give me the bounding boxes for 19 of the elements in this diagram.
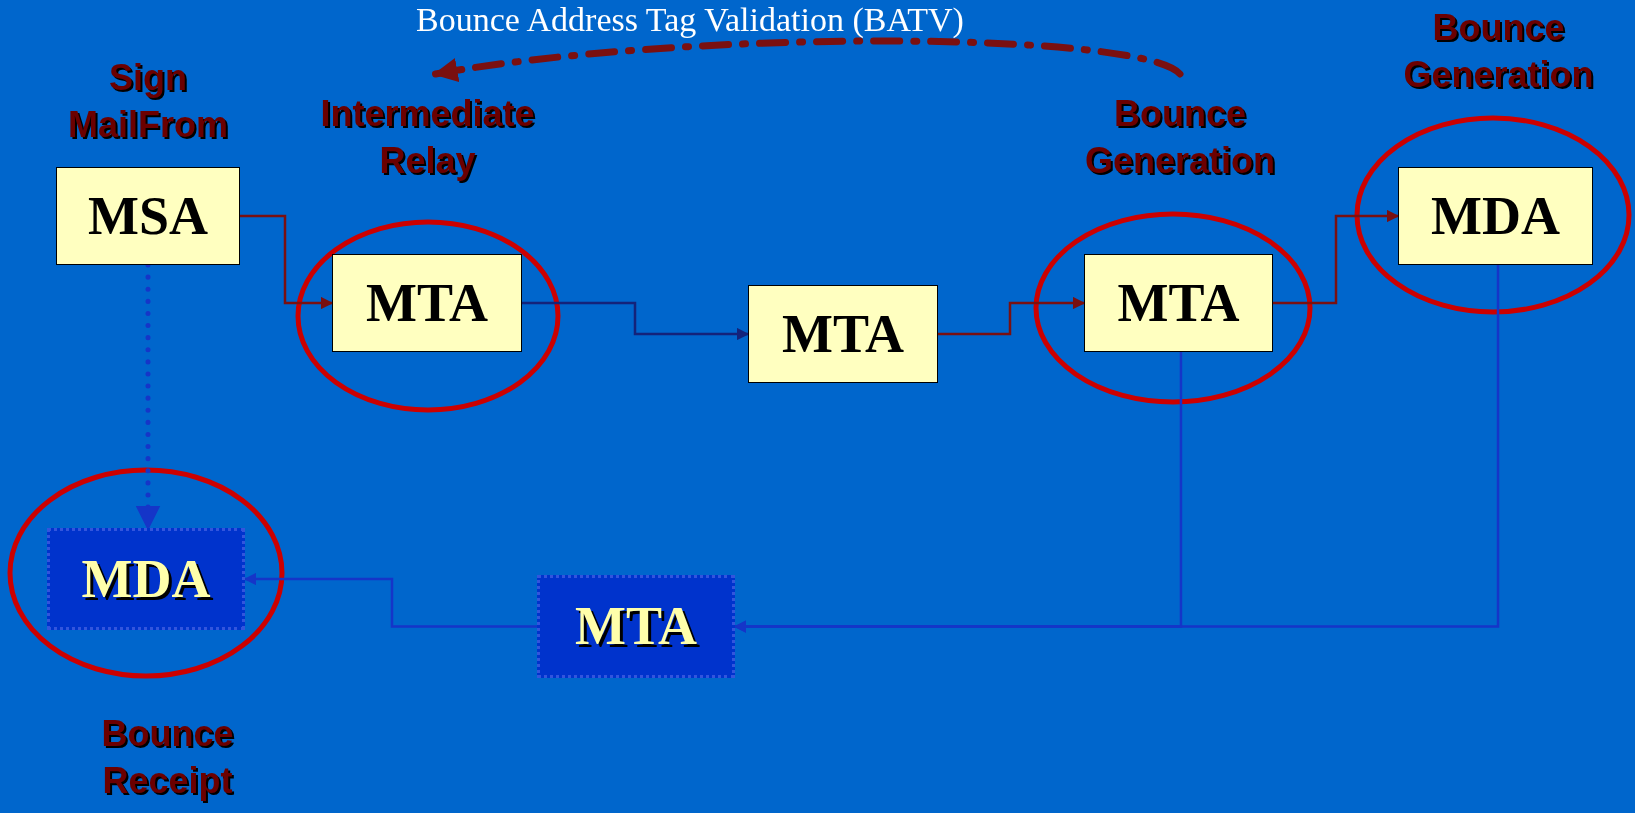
arrow xyxy=(522,301,750,341)
node-label: Intermediate Relay xyxy=(285,88,570,188)
agent-box: MSA xyxy=(56,167,240,265)
agent-box: MTA xyxy=(537,575,735,678)
agent-box: MTA xyxy=(748,285,938,383)
arrow xyxy=(938,296,1086,336)
arrow xyxy=(243,572,537,628)
title: Bounce Address Tag Validation (BATV) xyxy=(415,0,965,40)
arrow xyxy=(240,214,334,310)
role-caption: Sign MailFrom xyxy=(67,56,229,147)
role-caption: Bounce Generation xyxy=(1402,6,1595,97)
role-caption: Bounce Receipt xyxy=(100,712,235,803)
agent-box: MTA xyxy=(332,254,522,352)
agent-box: MDA xyxy=(47,528,245,630)
arrow xyxy=(1273,209,1400,305)
agent-box: MTA xyxy=(1084,254,1273,352)
arrow xyxy=(432,37,1184,83)
node-label: Bounce Generation xyxy=(1045,88,1315,188)
agent-box: MDA xyxy=(1398,167,1593,265)
